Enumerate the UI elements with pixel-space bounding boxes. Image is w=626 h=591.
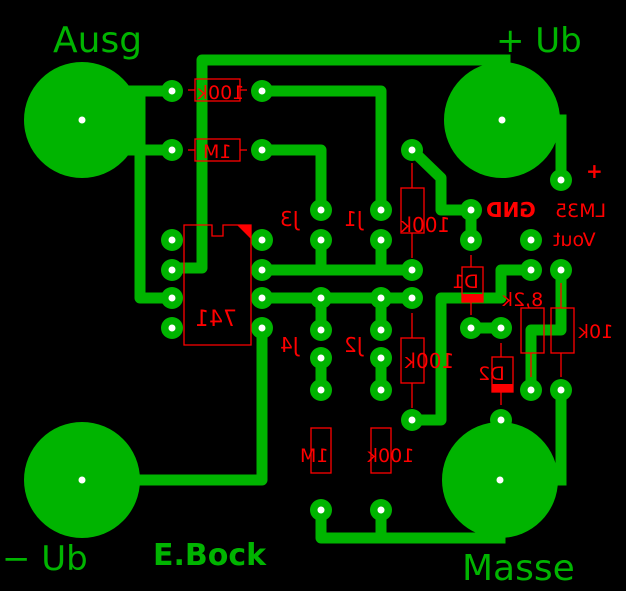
label-d2: D2 [478,363,505,385]
pad-ic-pin-3-drill [168,266,176,274]
pad-lm35-gnd-drill [467,206,475,214]
label-minus-ub: − Ub [2,539,88,579]
label-lm35-gnd: GND [486,198,536,222]
trace-1m-j3 [256,144,327,216]
pad-r-100k-top-a-drill [168,87,176,95]
label-r-100k-top: 100k [197,82,244,104]
pad-r-1m-top-b-drill [258,146,266,154]
pad-r-100k-bottom-drill [377,506,385,514]
pad-d1-a-drill [467,236,475,244]
silk-d1-cathode [462,294,483,302]
silk-d2-cathode [492,384,513,392]
label-ausg: Ausg [53,20,142,61]
label-r-1m-top: 1M [203,141,231,163]
silk-r-10k [550,307,575,354]
trace-diag-100k [404,142,477,216]
pad-ic-pin-5-drill [258,324,266,332]
label-lm35-plus: + [586,159,603,183]
label-plus-ub: + Ub [496,21,582,61]
component-pads [161,80,572,521]
pad-r-1m-top-a-drill [168,146,176,154]
label-d1: D1 [452,271,479,293]
pad-j2-c-drill [377,386,385,394]
silk-ic-pin1-marker [237,225,251,239]
silk-r-1m-bottom [310,427,332,474]
pad-ic-pin-8-drill [258,236,266,244]
pad-j3-a-drill [317,206,325,214]
label-r-10k: 10k [578,321,613,343]
pad-ic-pin-7-drill [258,266,266,274]
copper-labels: Ausg + Ub − Ub E.Bock Masse [2,20,582,589]
drill-minus-ub [78,476,86,484]
pad-r-100k-top-b-drill [258,87,266,95]
pad-d1-b-drill [467,324,475,332]
pad-j4-a-drill [317,326,325,334]
pad-ic-pin-1-drill [168,324,176,332]
pad-r-8k2-a-drill [527,266,535,274]
pad-j1-a-drill [377,206,385,214]
pad-j2-b-drill [377,354,385,362]
pad-j2-a-drill [377,326,385,334]
pad-r-10k-b-drill [557,386,565,394]
label-jumper-j2: J2 [344,333,365,357]
silk-r-8k2 [520,307,545,354]
pad-lm35-plus-drill [557,176,565,184]
pad-ic-pin-2-drill [168,294,176,302]
silkscreen [183,78,575,474]
pad-d2-a-drill [497,324,505,332]
label-jumper-j4: J4 [280,333,301,357]
label-jumper-j3: J3 [280,207,301,231]
label-masse: Masse [462,548,575,589]
silk-r-100k-bottom [370,427,392,474]
pad-lm35-vout-drill [527,236,535,244]
trace-100k-j1 [256,85,387,216]
trace-top-loop [166,54,511,274]
label-r-100k-lower: 100k [404,349,454,373]
label-r-100k-mid: 100k [400,213,450,237]
label-author: E.Bock [153,538,267,573]
pad-j4-c-drill [317,386,325,394]
drill-masse [496,476,504,484]
silkscreen-labels: 100k 1M 741 J3 J1 J4 J2 100k 100k 1M 100… [195,82,613,467]
pad-j3-b-drill [317,236,325,244]
pad-r-10k-a-drill [557,266,565,274]
pad-r-100k-lower-a-drill [408,294,416,302]
drill-plus-ub [498,116,506,124]
pad-r-100k-lower-b-drill [408,416,416,424]
drill-ausg [78,116,86,124]
pad-d2-b-drill [497,416,505,424]
pad-j4-b-drill [317,354,325,362]
pad-ic-pin-6-drill [258,294,266,302]
trace-minus-ub [114,322,268,486]
pad-r-100k-mid-a-drill [408,146,416,154]
label-r-100k-bottom: 100k [367,445,414,467]
label-r-8k2: 8,2k [502,289,543,311]
label-jumper-j1: J1 [344,207,365,231]
label-lm35-vout: Vout [553,229,596,251]
pad-r-1m-bottom-drill [317,506,325,514]
label-r-1m-bottom: 1M [300,445,328,467]
label-lm35: LM35 [555,200,606,222]
pad-r-100k-mid-b-drill [408,266,416,274]
pad-j1-b-drill [377,236,385,244]
terminal-pads [24,62,560,538]
label-ic-741: 741 [195,307,237,332]
silk-ic-outline [183,224,252,346]
pad-r-8k2-b-drill [527,386,535,394]
pad-ic-pin-4-drill [168,236,176,244]
pad-j4-top-drill [317,294,325,302]
pad-j2-top-drill [377,294,385,302]
